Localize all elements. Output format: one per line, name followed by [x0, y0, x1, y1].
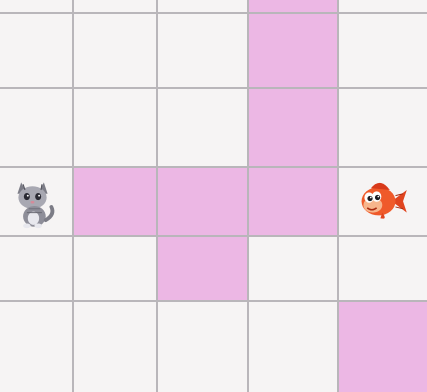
grid-cell-r2-c3[interactable] — [157, 88, 248, 167]
kitten-icon[interactable] — [8, 173, 65, 230]
grid-line-vertical — [337, 0, 339, 392]
grid-line-vertical — [247, 0, 249, 392]
grid-cell-r4-c4[interactable] — [248, 236, 338, 301]
grid-cell-r2-c1[interactable] — [0, 88, 73, 167]
grid-cell-r2-c2[interactable] — [73, 88, 157, 167]
grid-line-horizontal — [0, 87, 427, 89]
grid-cell-r3-c4-highlighted[interactable] — [248, 167, 338, 236]
grid-cell-r3-c2-highlighted[interactable] — [73, 167, 157, 236]
grid-cell-r4-c1[interactable] — [0, 236, 73, 301]
grid-line-vertical — [156, 0, 158, 392]
goldfish-icon[interactable] — [354, 173, 411, 230]
grid-border-top — [0, 12, 427, 14]
grid-cell-r4-c3-highlighted[interactable] — [157, 236, 248, 301]
grid-cell-r2-c4-highlighted[interactable] — [248, 88, 338, 167]
grid-cell-r4-c5[interactable] — [338, 236, 427, 301]
grid-line-horizontal — [0, 235, 427, 237]
grid-line-vertical — [72, 0, 74, 392]
grid-cell-r5-c4[interactable] — [248, 301, 338, 392]
grid-line-horizontal — [0, 166, 427, 168]
grid-cell-r3-c3-highlighted[interactable] — [157, 167, 248, 236]
grid-cell-r5-c1[interactable] — [0, 301, 73, 392]
grid-cell-r5-c5-highlighted[interactable] — [338, 301, 427, 392]
grid-cell-r5-c3[interactable] — [157, 301, 248, 392]
grid-cell-r4-c2[interactable] — [73, 236, 157, 301]
grid-line-horizontal — [0, 300, 427, 302]
grid-cell-r2-c5[interactable] — [338, 88, 427, 167]
grid-cell-r5-c2[interactable] — [73, 301, 157, 392]
